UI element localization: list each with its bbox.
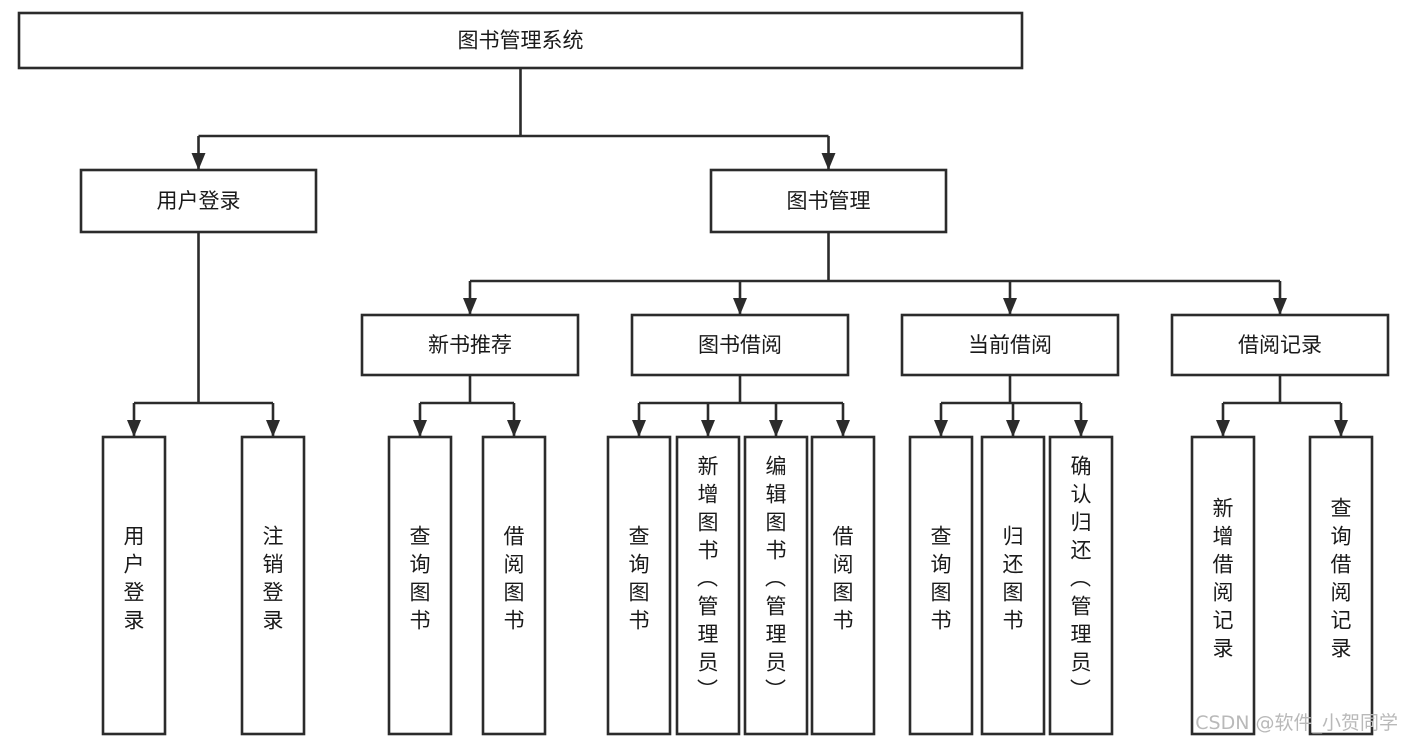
node-box-borrow-book-1[interactable]: [481, 435, 547, 736]
connector-layer: [127, 68, 1348, 437]
node-book-borrow[interactable]: 图书借阅: [630, 313, 850, 377]
node-borrow-record[interactable]: 借阅记录: [1170, 313, 1390, 377]
node-borrow-book-2[interactable]: 借阅图书: [810, 435, 876, 736]
connector-user-login: [127, 232, 280, 437]
arrow-icon-root-1: [821, 153, 836, 170]
arrow-icon-book-management-3: [1273, 298, 1287, 315]
arrow-icon-book-borrow-0: [632, 420, 646, 437]
arrow-icon-borrow-record-1: [1334, 420, 1348, 437]
node-confirm-return-admin[interactable]: 确认归还（管理员）: [1048, 435, 1114, 736]
node-label-confirm-return-admin: 确认归还（管理员）: [1070, 455, 1092, 703]
node-box-current-borrow[interactable]: [900, 313, 1120, 377]
arrow-icon-book-borrow-3: [836, 420, 850, 437]
node-label-user-login-do: 用户登录: [124, 525, 145, 633]
csdn-watermark: CSDN @软件_小贺同学: [1195, 712, 1398, 734]
node-box-query-book-3[interactable]: [908, 435, 974, 736]
arrow-icon-current-borrow-0: [934, 420, 948, 437]
connector-current-borrow: [934, 375, 1088, 437]
arrow-icon-new-book-recommend-1: [507, 420, 521, 437]
node-layer: 图书管理系统用户登录用户登录注销登录图书管理新书推荐查询图书借阅图书图书借阅查询…: [17, 11, 1390, 736]
node-box-user-login-do[interactable]: [101, 435, 167, 736]
node-box-add-borrow-record[interactable]: [1190, 435, 1256, 736]
node-box-query-book-1[interactable]: [387, 435, 453, 736]
node-label-current-borrow: 当前借阅: [968, 333, 1052, 357]
arrow-icon-current-borrow-2: [1074, 420, 1088, 437]
node-label-query-book-2: 查询图书: [629, 525, 650, 633]
node-query-borrow-record[interactable]: 查询借阅记录: [1308, 435, 1374, 736]
arrow-icon-borrow-record-0: [1216, 420, 1230, 437]
node-query-book-2[interactable]: 查询图书: [606, 435, 672, 736]
arrow-icon-user-login-1: [266, 420, 280, 437]
node-user-login[interactable]: 用户登录: [79, 168, 318, 234]
node-add-borrow-record[interactable]: 新增借阅记录: [1190, 435, 1256, 736]
node-label-add-borrow-record: 新增借阅记录: [1213, 497, 1234, 661]
node-box-add-book-admin[interactable]: [675, 435, 741, 736]
node-add-book-admin[interactable]: 新增图书（管理员）: [675, 435, 741, 736]
node-label-add-book-admin: 新增图书（管理员）: [697, 455, 719, 703]
node-root[interactable]: 图书管理系统: [17, 11, 1024, 70]
node-box-book-management[interactable]: [709, 168, 948, 234]
arrow-icon-book-management-1: [733, 298, 747, 315]
arrow-icon-current-borrow-1: [1006, 420, 1020, 437]
node-label-query-borrow-record: 查询借阅记录: [1331, 497, 1352, 661]
node-box-borrow-record[interactable]: [1170, 313, 1390, 377]
arrow-icon-book-management-0: [463, 298, 477, 315]
arrow-icon-book-management-2: [1003, 298, 1017, 315]
node-box-book-borrow[interactable]: [630, 313, 850, 377]
arrow-icon-user-login-0: [127, 420, 141, 437]
node-box-borrow-book-2[interactable]: [810, 435, 876, 736]
arrow-icon-new-book-recommend-0: [413, 420, 427, 437]
node-box-query-borrow-record[interactable]: [1308, 435, 1374, 736]
node-label-user-login: 用户登录: [157, 189, 241, 213]
node-label-return-book: 归还图书: [1003, 525, 1024, 633]
connector-new-book-recommend: [413, 375, 521, 437]
node-label-book-borrow: 图书借阅: [698, 333, 782, 357]
node-book-management[interactable]: 图书管理: [709, 168, 948, 234]
node-box-root[interactable]: [17, 11, 1024, 70]
node-label-query-book-3: 查询图书: [931, 525, 952, 633]
node-label-borrow-book-2: 借阅图书: [833, 525, 854, 633]
arrow-icon-book-borrow-2: [769, 420, 783, 437]
node-box-user-logout[interactable]: [240, 435, 306, 736]
node-user-logout[interactable]: 注销登录: [240, 435, 306, 736]
node-label-borrow-book-1: 借阅图书: [504, 525, 525, 633]
node-box-new-book-recommend[interactable]: [360, 313, 580, 377]
connector-book-management: [463, 232, 1287, 315]
node-label-new-book-recommend: 新书推荐: [428, 333, 512, 357]
node-user-login-do[interactable]: 用户登录: [101, 435, 167, 736]
node-query-book-1[interactable]: 查询图书: [387, 435, 453, 736]
node-label-book-management: 图书管理: [787, 189, 871, 213]
node-query-book-3[interactable]: 查询图书: [908, 435, 974, 736]
node-label-borrow-record: 借阅记录: [1238, 333, 1322, 357]
node-label-edit-book-admin: 编辑图书（管理员）: [765, 455, 787, 703]
node-box-user-login[interactable]: [79, 168, 318, 234]
node-box-confirm-return-admin[interactable]: [1048, 435, 1114, 736]
node-label-query-book-1: 查询图书: [410, 525, 431, 633]
node-label-user-logout: 注销登录: [263, 525, 284, 633]
connector-root: [191, 68, 836, 170]
connector-borrow-record: [1216, 375, 1348, 437]
arrow-icon-root-0: [191, 153, 206, 170]
connector-book-borrow: [632, 375, 850, 437]
node-edit-book-admin[interactable]: 编辑图书（管理员）: [743, 435, 809, 736]
node-box-edit-book-admin[interactable]: [743, 435, 809, 736]
node-box-return-book[interactable]: [980, 435, 1046, 736]
node-borrow-book-1[interactable]: 借阅图书: [481, 435, 547, 736]
node-current-borrow[interactable]: 当前借阅: [900, 313, 1120, 377]
arrow-icon-book-borrow-1: [701, 420, 715, 437]
node-box-query-book-2[interactable]: [606, 435, 672, 736]
node-new-book-recommend[interactable]: 新书推荐: [360, 313, 580, 377]
node-label-root: 图书管理系统: [458, 29, 584, 53]
node-return-book[interactable]: 归还图书: [980, 435, 1046, 736]
